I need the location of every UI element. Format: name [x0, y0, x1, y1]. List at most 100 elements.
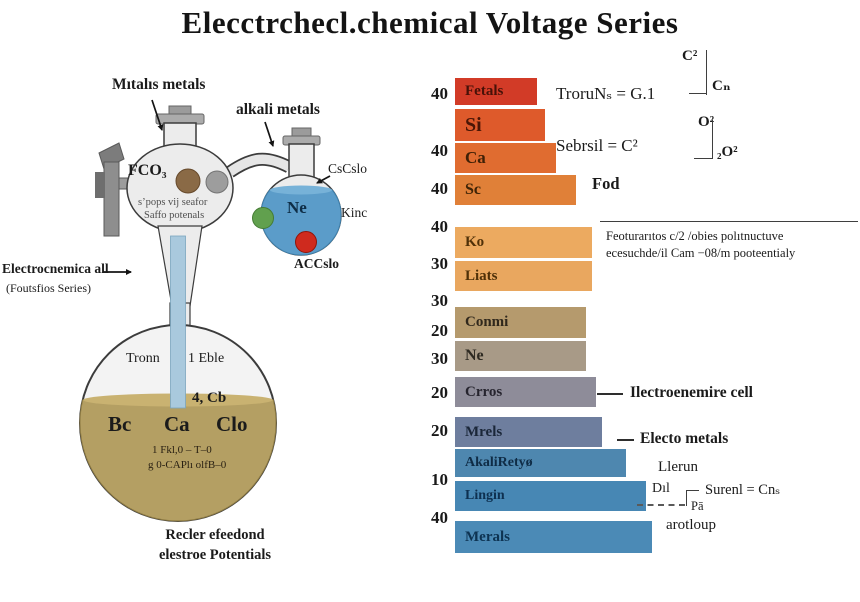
label-alkali-metals: alkali metals: [236, 101, 320, 118]
bar-label: Crros: [465, 383, 503, 400]
bar-akaliretyø: AkaliRetyø: [455, 449, 626, 477]
label-pa: Pā: [691, 499, 704, 513]
callout-metals-dash: [617, 439, 634, 441]
bar-mrels: Mrels: [455, 417, 602, 447]
bar-label: Conmi: [465, 314, 509, 330]
bar-fetals: Fetals: [455, 78, 537, 105]
formula2-divider: [712, 120, 713, 159]
axis-tick: 30: [431, 349, 448, 368]
bar-ko: Ko: [455, 227, 592, 258]
label-bc: Bc: [108, 412, 132, 436]
dil-dashed-line: [637, 504, 685, 506]
note-rule: [600, 221, 858, 222]
axis-tick: 20: [431, 321, 448, 340]
bar-lingin: Lingin: [455, 481, 646, 511]
bar-label: Si: [465, 113, 482, 136]
main-flask: [79, 105, 293, 522]
label-cb: 4, Cb: [192, 390, 227, 406]
formula1-bottom-term: Cₙ: [712, 78, 731, 94]
bar-label: Liats: [465, 267, 498, 284]
formula2-text: Sebrsil = C²: [556, 136, 638, 155]
label-accslo: ACCslo: [294, 256, 340, 271]
bar-conmi: Conmi: [455, 307, 586, 338]
label-kinc: Kinc: [341, 205, 368, 220]
bar-merals: Merals: [455, 521, 652, 553]
page-title: Elecctrchecl.chemical Voltage Series: [181, 5, 679, 40]
label-caption-line1: Recler efeedond: [165, 527, 265, 543]
blue-inner-tube: [170, 235, 186, 409]
label-liquid-note2: g 0-CAPlı olfB–0: [148, 459, 227, 471]
green-ball: [252, 207, 274, 229]
axis-tick: 40: [431, 141, 448, 160]
axis-tick: 40: [431, 179, 448, 198]
bar-label: Ko: [465, 234, 485, 250]
label-liquid-note1: 1 Fkl,0 – T–0: [152, 444, 212, 456]
label-spops-line1: sʼpops vij seafor: [138, 197, 208, 208]
formula2-top-term: O²: [698, 114, 715, 130]
callout-cell-dash: [597, 393, 623, 395]
formula1-divider: [706, 50, 707, 95]
formula2-dash: [694, 158, 712, 159]
label-llerun: Llerun: [658, 459, 698, 475]
label-metals-top: Mıtalıs metals: [112, 76, 206, 93]
blue-liquid-surface: [270, 185, 332, 195]
apparatus-illustration: [79, 99, 342, 522]
axis-tick: 40: [431, 508, 448, 527]
arrow-cscslo: [316, 175, 331, 184]
arrow-metals: [151, 99, 164, 131]
formula2-bottom-term: ₂O²: [717, 144, 738, 160]
bar-label: Merals: [465, 528, 510, 545]
formula1-dash: [689, 93, 706, 94]
bar-crros: Crros: [455, 377, 596, 407]
bar-label: Lingin: [465, 488, 505, 503]
bar-label: Ca: [465, 148, 486, 167]
axis-tick: 30: [431, 291, 448, 310]
gray-ball: [205, 170, 229, 194]
bar-sc: Sc: [455, 175, 576, 205]
axis-tick: 20: [431, 383, 448, 402]
label-electro-line2: (Foutsfios Series): [6, 281, 91, 295]
label-cscslo: CsCslo: [328, 161, 368, 176]
label-caption-line2: elestroe Potentials: [158, 547, 272, 563]
bar-label: Ne: [465, 347, 484, 364]
annotation-arrows: [103, 99, 331, 275]
note-line2: ecesuchde/il Cam −08/m pooteentialy: [606, 246, 796, 260]
connecting-tube: [227, 154, 292, 176]
label-ne: Ne: [287, 198, 307, 217]
note-line1: Feoturarıtos c/2 /obies polıtnuctuve: [606, 229, 784, 243]
formula1-top-term: C²: [682, 48, 698, 64]
label-clo: Clo: [216, 412, 248, 436]
bar-label: AkaliRetyø: [465, 455, 533, 470]
axis-tick: 40: [431, 217, 448, 236]
bar-label: Sc: [465, 181, 481, 198]
label-spops-line2: Saffo potenals: [144, 210, 205, 221]
label-dil: Dıl: [652, 481, 670, 496]
bar-label: Mrels: [465, 423, 503, 440]
callout-metals: Electo metals: [640, 430, 729, 447]
red-ball: [295, 231, 317, 253]
label-ca: Ca: [164, 412, 190, 436]
arrow-alkali: [264, 121, 275, 147]
label-fco3: FCO₃: [128, 162, 167, 179]
bar-liats: Liats: [455, 261, 592, 291]
axis-tick: 20: [431, 421, 448, 440]
label-fod: Fod: [592, 174, 620, 193]
axis-tick: 40: [431, 84, 448, 103]
axis-tick: 30: [431, 254, 448, 273]
label-tronn: Tronn: [126, 351, 160, 366]
label-arotloup: arotloup: [666, 517, 716, 533]
bar-ne: Ne: [455, 341, 586, 371]
bar-si: Si: [455, 109, 545, 141]
side-flask: [260, 127, 342, 256]
formula1-text: TroruNₛ = G.1: [556, 84, 656, 103]
sample-balls: [175, 168, 317, 253]
callout-cell: Ilectroenemire cell: [630, 384, 753, 401]
axis-tick: 10: [431, 470, 448, 489]
bar-ca: Ca: [455, 143, 556, 173]
label-eble: 1 Eble: [188, 351, 225, 366]
bar-label: Fetals: [465, 83, 504, 99]
label-electro-line1: Electrocnemica all: [2, 261, 109, 276]
brown-ball: [175, 168, 201, 194]
